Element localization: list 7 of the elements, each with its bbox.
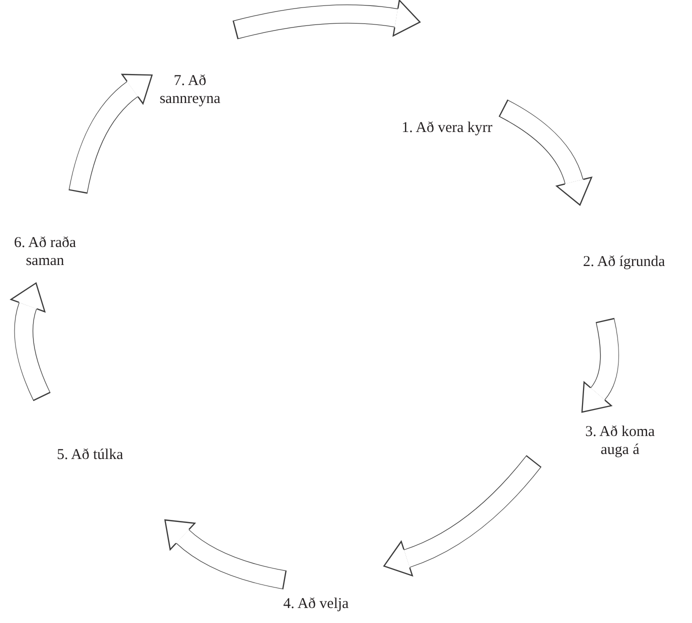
step-label: 7. Að sannreyna xyxy=(150,72,230,108)
step-label: 1. Að vera kyrr xyxy=(392,119,502,137)
step-label: 5. Að túlka xyxy=(45,446,135,464)
step-label: 6. Að raða saman xyxy=(1,234,89,270)
step-label: 2. Að ígrunda xyxy=(572,253,676,271)
step-label: 3. Að koma auga á xyxy=(575,423,665,459)
step-label: 4. Að velja xyxy=(271,595,361,613)
